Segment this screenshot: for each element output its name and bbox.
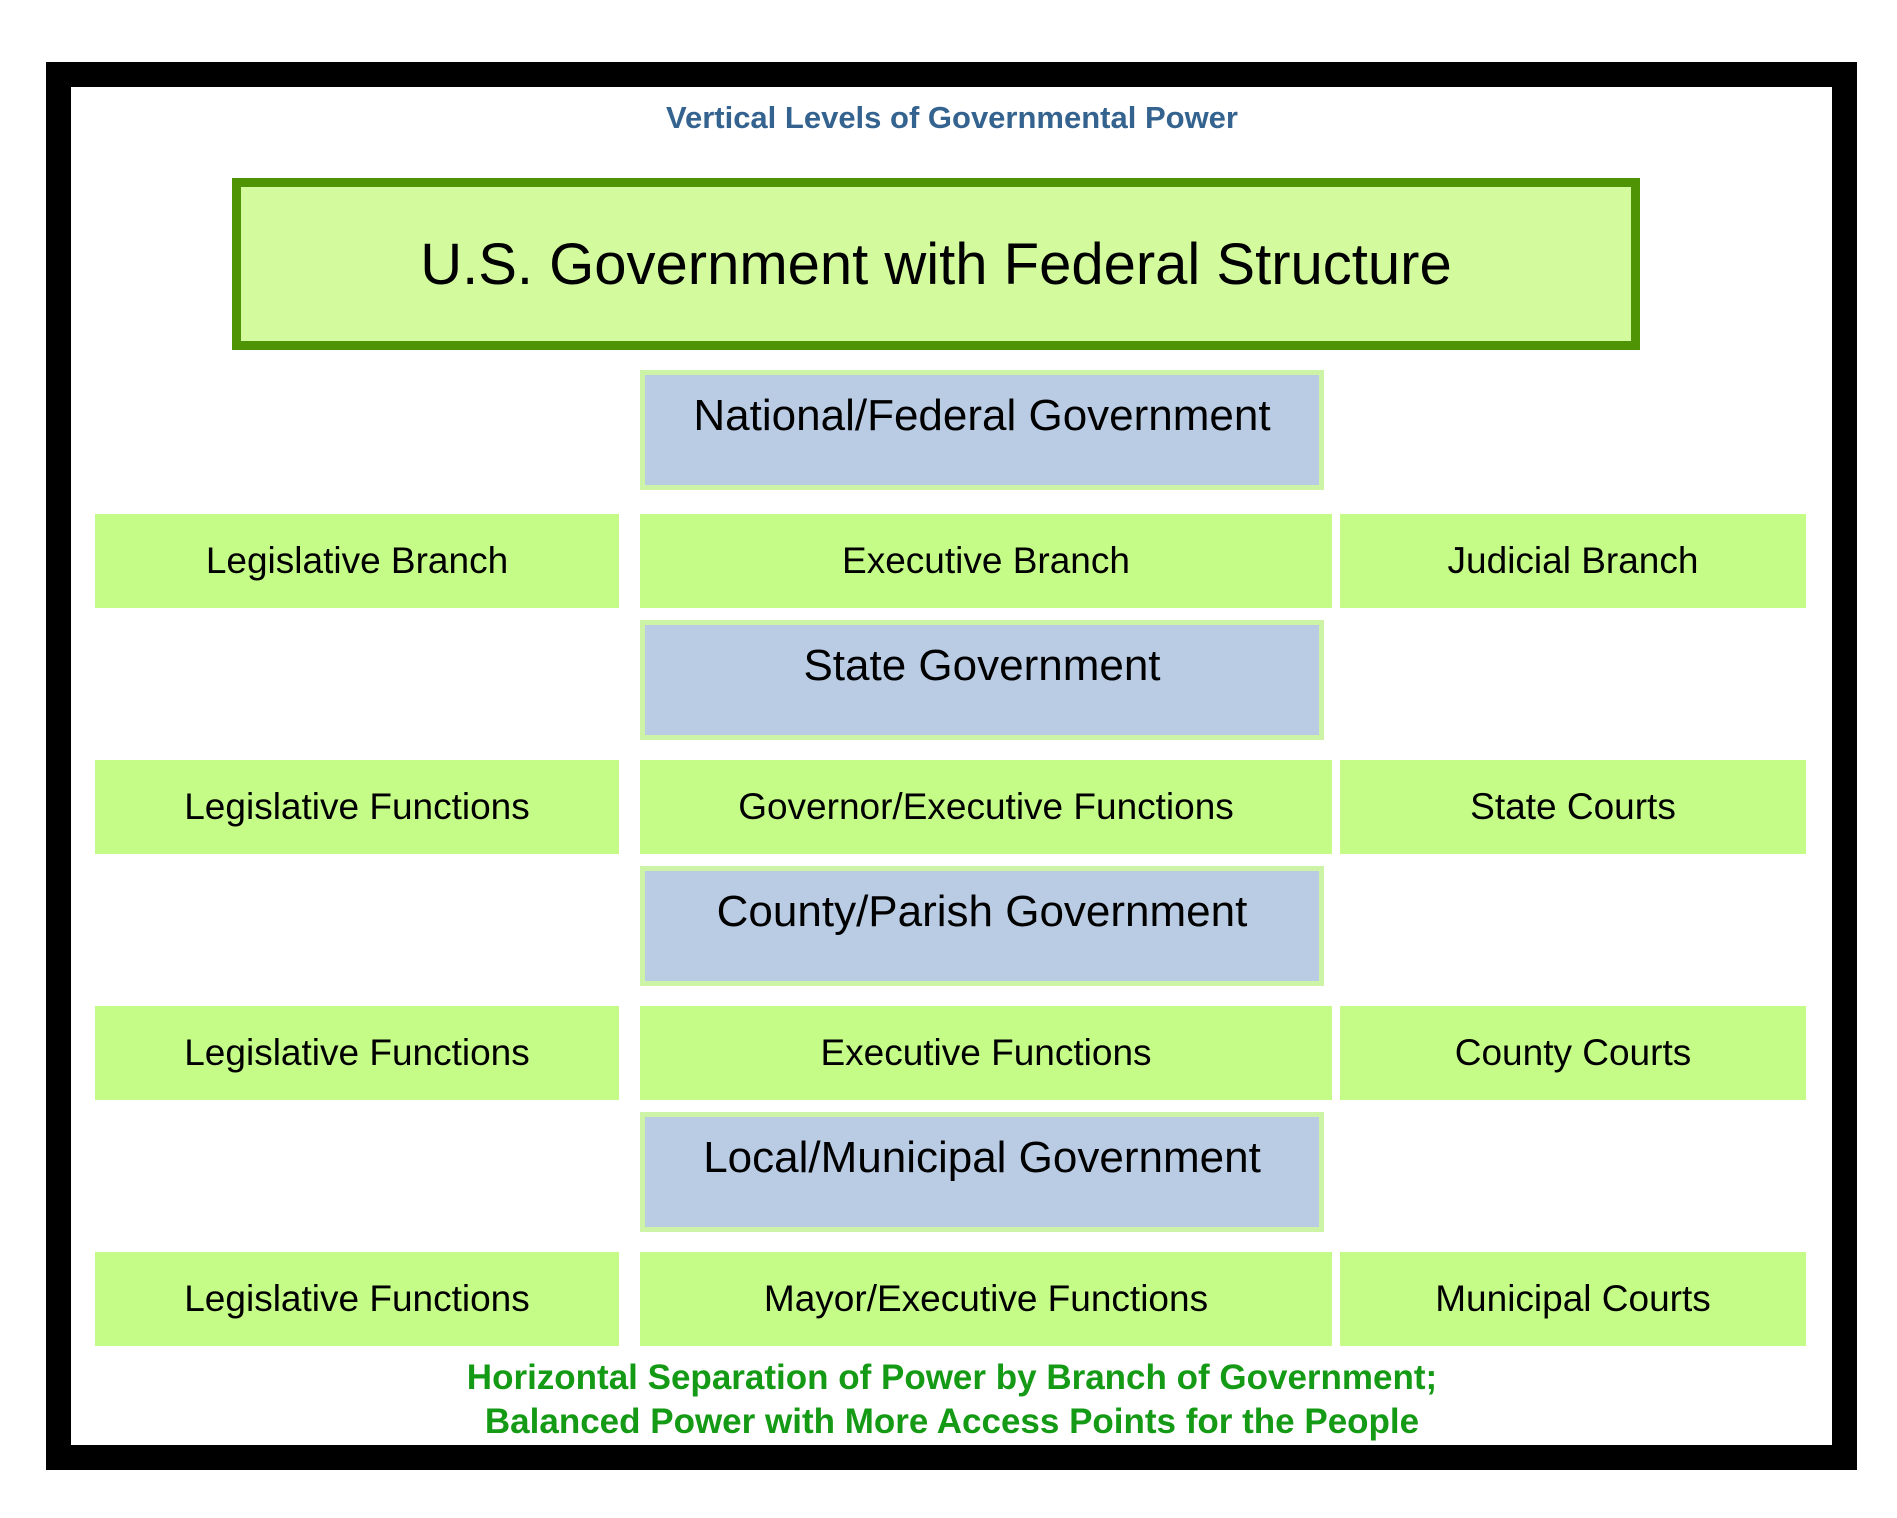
branch-label: Legislative Branch	[205, 540, 509, 581]
diagram-caption: Horizontal Separation of Power by Branch…	[71, 1356, 1833, 1444]
level-label: Local/Municipal Government	[703, 1133, 1261, 1182]
branch-box-county-legislative: Legislative Functions	[95, 1006, 619, 1100]
branch-box-state-legislative: Legislative Functions	[95, 760, 619, 854]
branch-box-local-judicial: Municipal Courts	[1340, 1252, 1806, 1346]
branch-label: Judicial Branch	[1447, 540, 1699, 581]
level-box-state: State Government	[640, 620, 1324, 740]
branch-label: Legislative Functions	[184, 1278, 530, 1319]
branch-box-local-legislative: Legislative Functions	[95, 1252, 619, 1346]
branch-box-county-judicial: County Courts	[1340, 1006, 1806, 1100]
branch-label: Municipal Courts	[1435, 1278, 1711, 1319]
level-box-county-parish: County/Parish Government	[640, 866, 1324, 986]
level-label: National/Federal Government	[693, 391, 1271, 440]
branch-box-state-executive: Governor/Executive Functions	[640, 760, 1332, 854]
branch-box-national-judicial: Judicial Branch	[1340, 514, 1806, 608]
level-box-local-municipal: Local/Municipal Government	[640, 1112, 1324, 1232]
branch-label: Executive Functions	[820, 1032, 1152, 1073]
caption-line-1: Horizontal Separation of Power by Branch…	[466, 1358, 1438, 1397]
branch-label: Mayor/Executive Functions	[763, 1278, 1209, 1319]
branch-box-state-judicial: State Courts	[1340, 760, 1806, 854]
branch-box-national-legislative: Legislative Branch	[95, 514, 619, 608]
branch-label: Legislative Functions	[184, 786, 530, 827]
diagram-header: Vertical Levels of Governmental Power	[665, 100, 1238, 135]
branch-label: Legislative Functions	[184, 1032, 530, 1073]
branch-label: State Courts	[1470, 786, 1676, 827]
main-title-label: U.S. Government with Federal Structure	[420, 231, 1452, 297]
branch-label: Governor/Executive Functions	[738, 786, 1234, 827]
branch-box-local-executive: Mayor/Executive Functions	[640, 1252, 1332, 1346]
branch-label: County Courts	[1454, 1032, 1692, 1073]
branch-box-county-executive: Executive Functions	[640, 1006, 1332, 1100]
main-title-box: U.S. Government with Federal Structure	[232, 178, 1640, 350]
level-box-national-federal: National/Federal Government	[640, 370, 1324, 490]
branch-label: Executive Branch	[842, 540, 1130, 581]
caption-line-2: Balanced Power with More Access Points f…	[484, 1402, 1420, 1441]
level-label: County/Parish Government	[716, 887, 1248, 936]
level-label: State Government	[803, 641, 1161, 690]
branch-box-national-executive: Executive Branch	[640, 514, 1332, 608]
